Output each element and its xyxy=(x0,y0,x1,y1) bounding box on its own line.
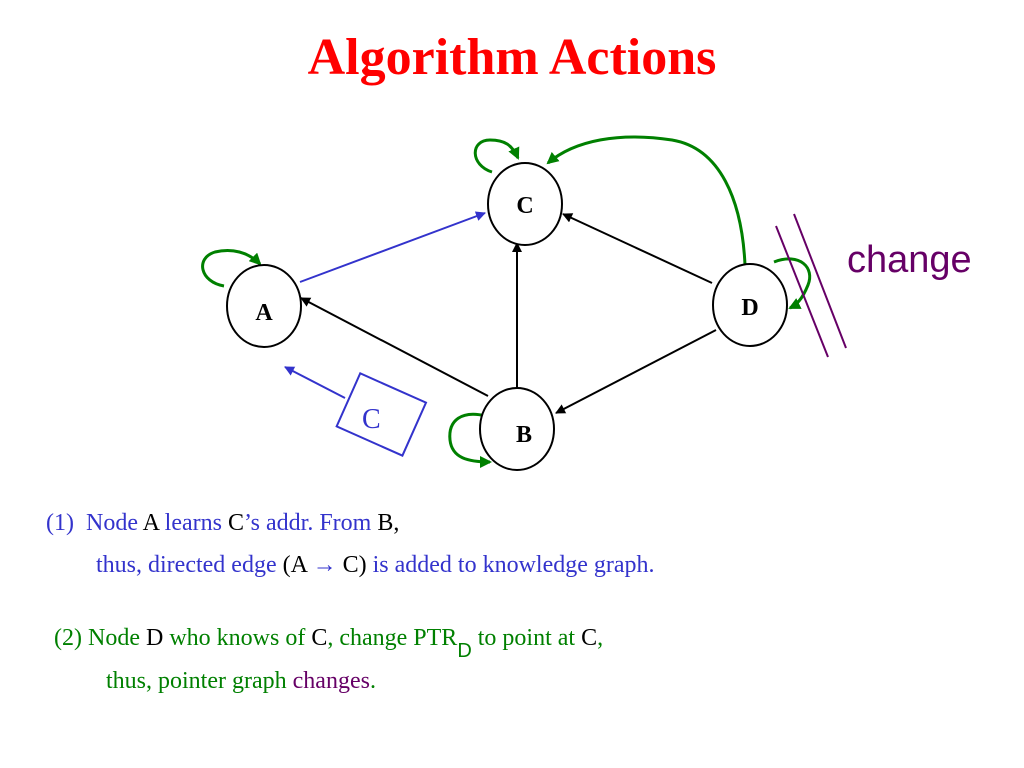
self-loop-d xyxy=(773,257,812,310)
self-loop-c xyxy=(473,138,520,174)
note-1-text: thus, directed edge xyxy=(96,552,283,578)
edge-d-to-b xyxy=(555,329,717,414)
note-2-node-c: C xyxy=(311,625,328,651)
note-2-comma: , xyxy=(597,625,604,651)
change-marker-line-1 xyxy=(775,225,829,358)
note-1-number: (1) xyxy=(46,510,74,536)
note-2-period: . xyxy=(369,668,376,694)
message-box xyxy=(335,372,428,457)
edge-d-to-c xyxy=(562,213,713,284)
self-loop-b xyxy=(448,412,492,468)
note-2-text: (2) Node xyxy=(54,625,146,651)
node-b-label: B xyxy=(516,422,532,448)
node-a: A xyxy=(226,264,302,348)
node-b: B xyxy=(479,387,555,471)
note-2-ptr-subscript: D xyxy=(457,640,472,662)
note-1-edge-from: (A xyxy=(282,552,313,578)
message-box-label: C xyxy=(362,404,381,435)
note-2-line-2: thus, pointer graph changes. xyxy=(106,664,376,698)
node-a-label: A xyxy=(255,300,273,326)
node-c-label: C xyxy=(516,193,533,219)
note-2-node-c: C xyxy=(581,625,598,651)
note-1-node-b: B xyxy=(377,510,394,536)
note-2-changes: changes xyxy=(292,668,370,694)
note-1-text: ’s addr. From xyxy=(244,510,378,536)
change-label: change xyxy=(847,239,972,281)
slide-title: Algorithm Actions xyxy=(307,29,717,86)
note-2-text: to point at xyxy=(477,625,582,651)
message-arrow-to-a xyxy=(284,366,346,399)
note-1-text: is added to knowledge graph. xyxy=(366,552,655,578)
pointer-change-d-to-c xyxy=(546,135,747,266)
note-1-text: learns xyxy=(158,510,228,536)
note-1-comma: , xyxy=(393,510,400,536)
note-1-node-a: A xyxy=(142,510,159,536)
note-1-line-2: thus, directed edge (A → C) is added to … xyxy=(96,548,655,582)
node-d: D xyxy=(712,263,788,347)
node-c: C xyxy=(487,162,563,246)
edge-a-to-c-knowledge xyxy=(299,211,486,283)
self-loop-a xyxy=(201,249,262,288)
edge-b-to-a xyxy=(300,297,489,397)
note-2-text: , change PTR xyxy=(327,625,458,651)
note-1-line-1: (1) Node A learns C’s addr. From B, xyxy=(46,506,399,540)
note-2-text: who knows of xyxy=(163,625,312,651)
note-2-node-d: D xyxy=(145,625,164,651)
note-2-text: thus, pointer graph xyxy=(106,668,293,694)
note-1-edge-to: C) xyxy=(336,552,367,578)
note-1-node-c: C xyxy=(227,510,244,536)
arrow-right-icon: → xyxy=(312,552,337,578)
node-d-label: D xyxy=(741,295,758,321)
note-1-text: Node xyxy=(85,510,143,536)
change-marker-line-2 xyxy=(793,213,847,349)
